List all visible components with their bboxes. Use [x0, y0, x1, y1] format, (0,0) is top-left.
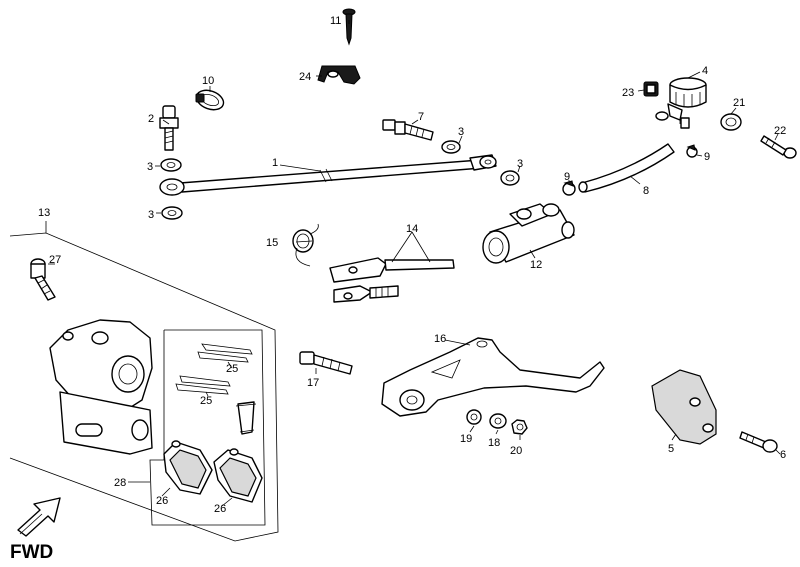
- label-part-22: 22: [774, 125, 786, 137]
- label-part-15: 15: [266, 237, 278, 249]
- label-part-3-a: 3: [147, 161, 153, 173]
- nut-part-20: [511, 419, 528, 435]
- forward-direction-label: FWD: [10, 542, 53, 563]
- brake-fluid-reservoir-part-4: [655, 77, 707, 129]
- washer-part-19: [466, 409, 482, 425]
- label-part-26-a: 26: [156, 495, 168, 507]
- leader-lines: [48, 20, 781, 507]
- label-part-16: 16: [434, 333, 446, 345]
- label-part-3-b: 3: [148, 209, 154, 221]
- label-part-24: 24: [299, 71, 311, 83]
- label-part-3-d: 3: [517, 158, 523, 170]
- brake-pad-part-26-right: [213, 448, 263, 503]
- pad-spring: [235, 401, 257, 435]
- washer-part-3-upper-left: [160, 158, 182, 172]
- screw-part-6: [739, 431, 778, 453]
- label-part-3-c: 3: [458, 126, 464, 138]
- label-part-10: 10: [202, 75, 214, 87]
- bleeder-screw-part-27: [30, 258, 56, 301]
- label-part-12: 12: [530, 259, 542, 271]
- label-part-8: 8: [643, 185, 649, 197]
- grommet-part-21: [720, 113, 742, 131]
- label-part-19: 19: [460, 433, 472, 445]
- label-part-18: 18: [488, 437, 500, 449]
- master-cylinder-part-12: [482, 203, 575, 264]
- reservoir-hose-part-8: [578, 143, 675, 193]
- brake-pedal-part-16: [381, 337, 605, 417]
- label-part-26-b: 26: [214, 503, 226, 515]
- label-part-4: 4: [702, 65, 708, 77]
- label-part-23: 23: [622, 87, 634, 99]
- label-part-17: 17: [307, 377, 319, 389]
- label-part-11: 11: [330, 15, 341, 27]
- brake-caliper-body: [49, 319, 153, 455]
- label-part-20: 20: [510, 445, 522, 457]
- retaining-pin-part-25-upper: [197, 343, 253, 363]
- caliper-assembly-box-part-13: [9, 221, 279, 542]
- hose-clip-part-9-left: [562, 180, 576, 196]
- part-number-labels: 1 2 3 3 3 3 4 5 6 7 8 9 9 10 11 12 13 14…: [38, 15, 786, 515]
- hose-clip-part-9-right: [686, 144, 698, 158]
- label-part-28: 28: [114, 477, 126, 489]
- label-part-25-b: 25: [200, 395, 212, 407]
- screw-part-22: [760, 135, 797, 159]
- label-part-27: 27: [49, 254, 61, 266]
- forward-arrow-icon: [17, 497, 61, 537]
- brake-pad-part-26-left: [163, 440, 213, 495]
- label-part-14: 14: [406, 223, 418, 235]
- label-part-13: 13: [38, 207, 50, 219]
- label-part-21: 21: [733, 97, 745, 109]
- washer-part-3-right: [441, 140, 461, 154]
- label-part-9-b: 9: [704, 151, 710, 163]
- banjo-bolt-part-7: [382, 119, 434, 141]
- label-part-5: 5: [668, 443, 674, 455]
- clip-part-24: [317, 65, 361, 85]
- washer-part-3-lower-left: [161, 206, 183, 220]
- washer-part-18: [489, 413, 507, 429]
- label-part-7: 7: [418, 111, 424, 123]
- screw-part-11: [342, 8, 356, 46]
- label-part-6: 6: [780, 449, 786, 461]
- label-part-2: 2: [148, 113, 154, 125]
- label-part-9-a: 9: [564, 171, 570, 183]
- washer-part-3-mid: [500, 170, 520, 186]
- pivot-bolt-part-17: [299, 351, 353, 375]
- retaining-pin-part-25-lower: [175, 375, 231, 395]
- clip-part-23: [643, 81, 659, 97]
- push-rod-assembly-part-14: [329, 257, 455, 303]
- label-part-25-a: 25: [226, 363, 238, 375]
- label-part-1: 1: [272, 157, 278, 169]
- hose-clamp-part-10: [195, 89, 225, 111]
- cover-part-5: [651, 369, 717, 445]
- banjo-bolt-part-2: [159, 105, 179, 151]
- return-spring-part-15: [292, 223, 319, 267]
- brake-line-part-1: [159, 154, 497, 196]
